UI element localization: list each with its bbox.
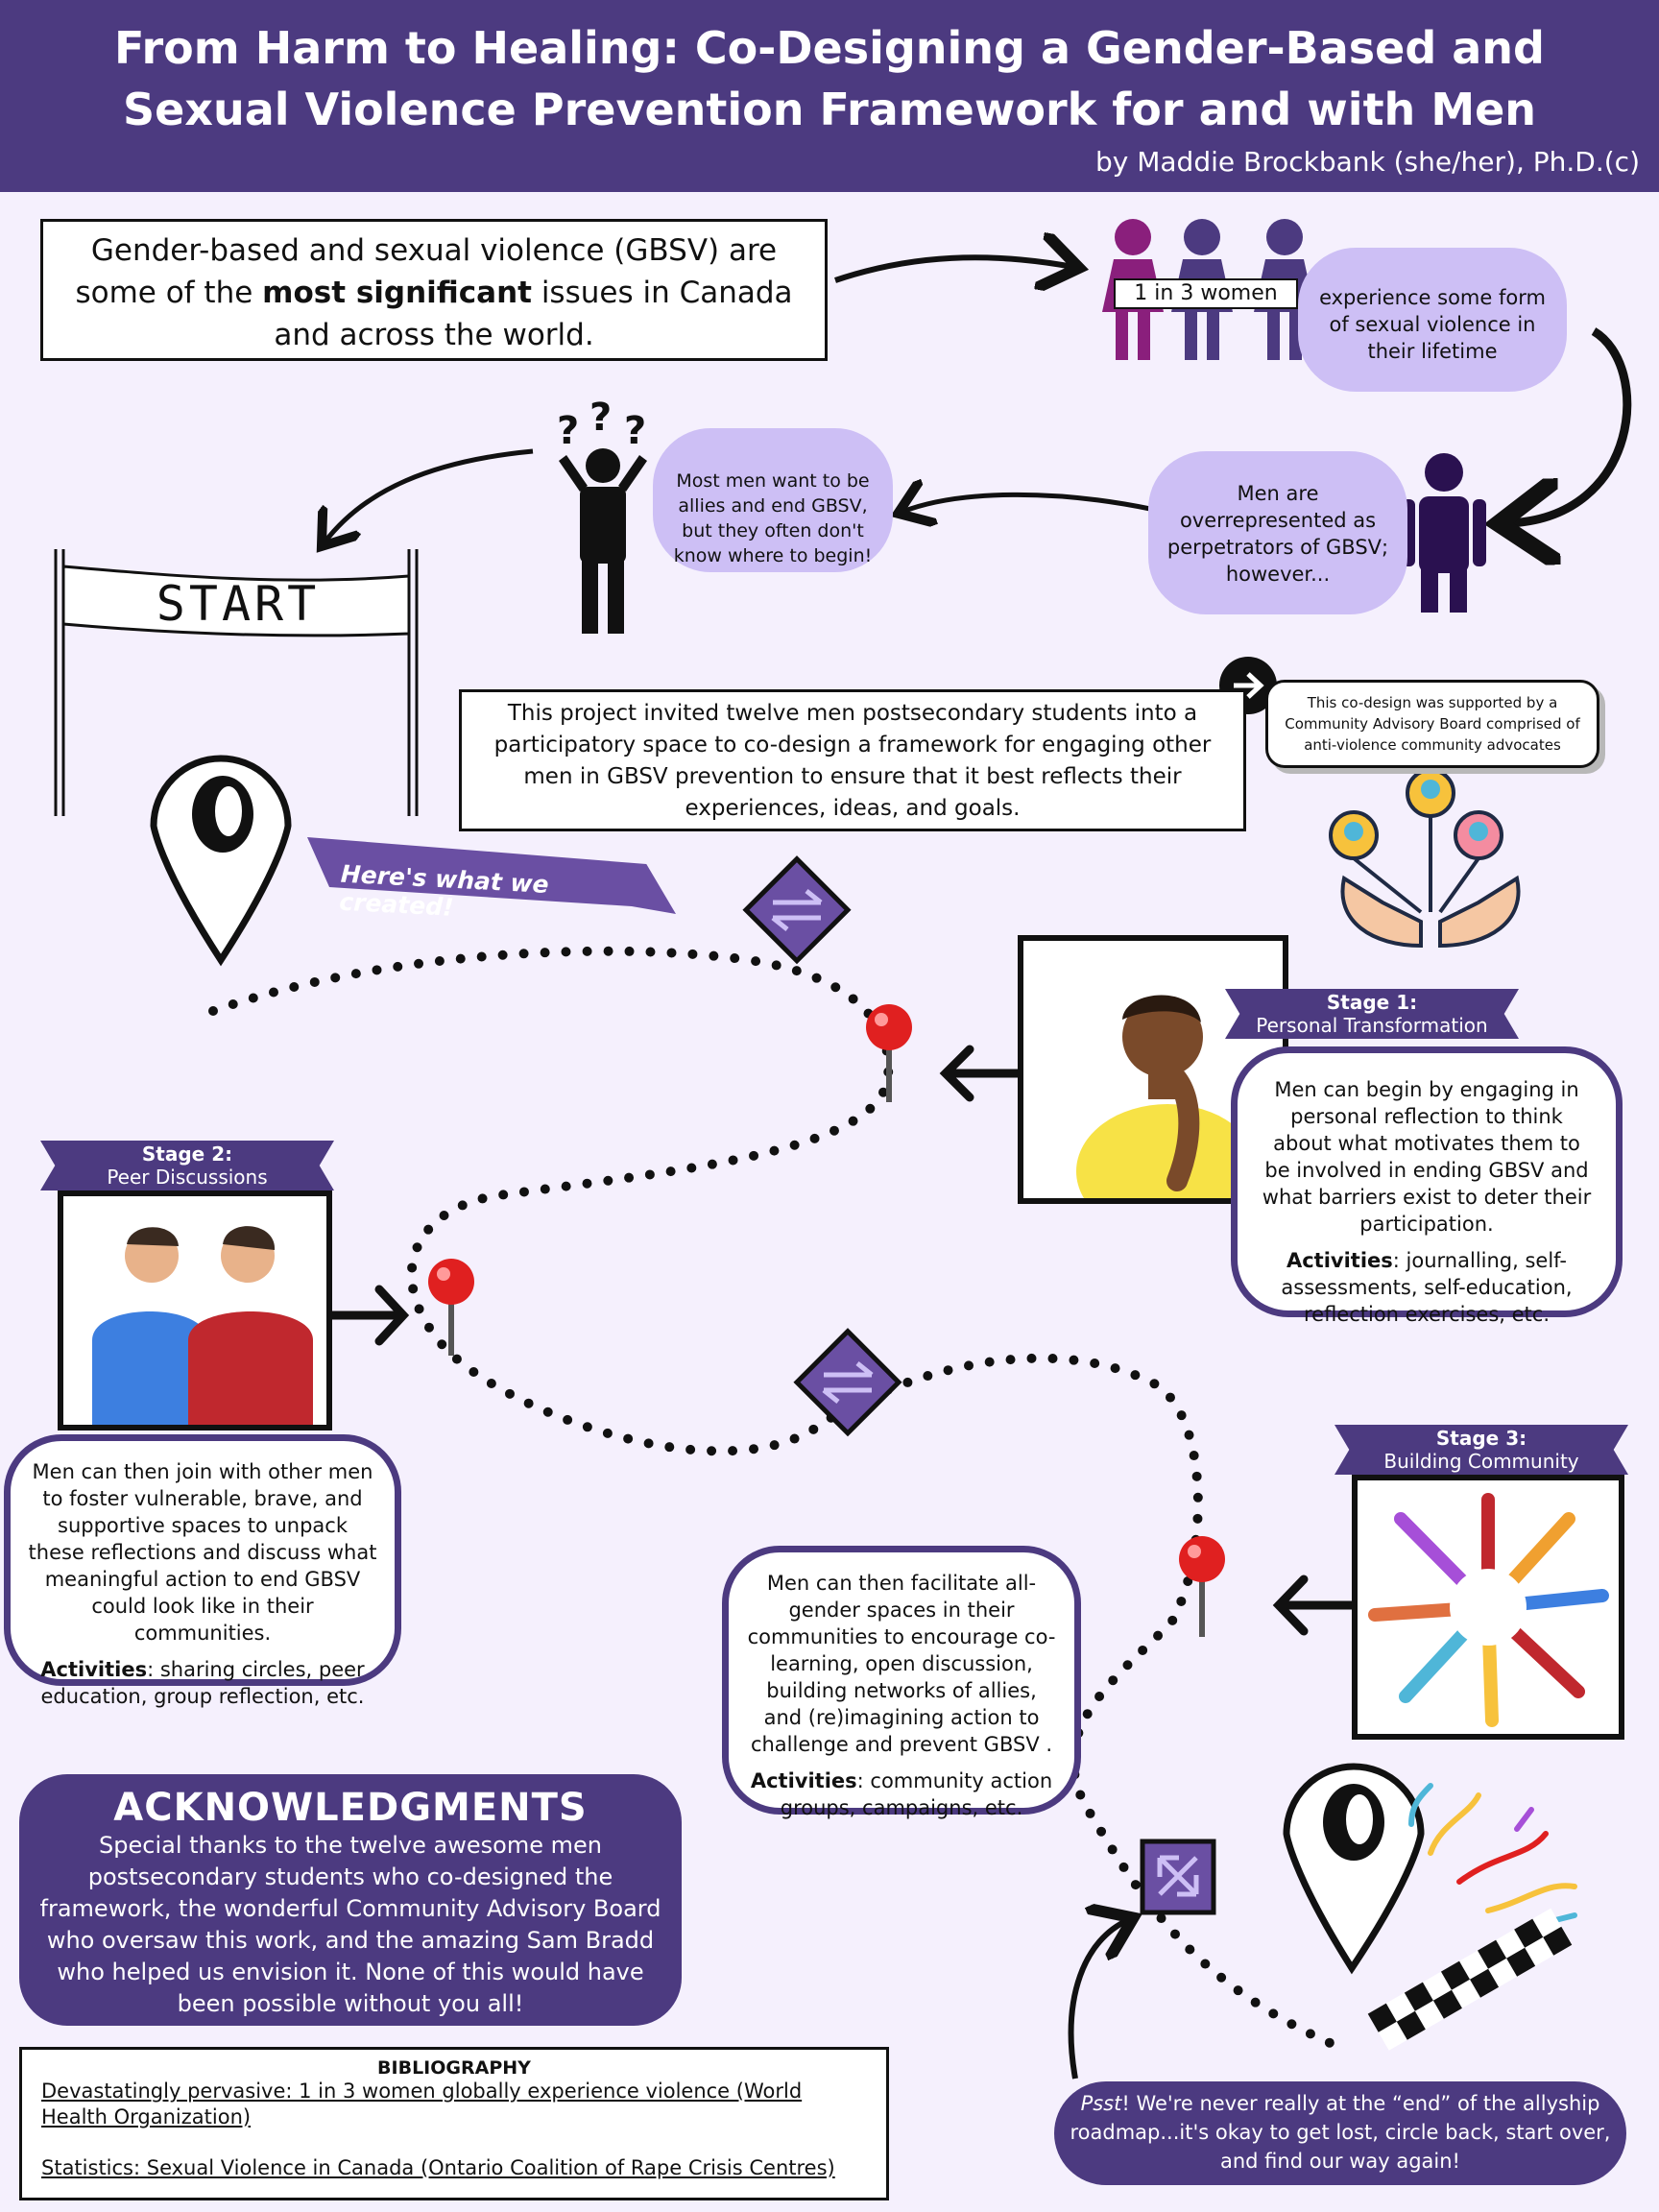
- arrow-stage3: [1272, 1575, 1357, 1636]
- stage2-activities: : sharing circles, peer education, group…: [40, 1658, 365, 1708]
- arrow-to-allies: [902, 494, 1151, 512]
- peer-discussion-illustration: [92, 1226, 313, 1425]
- stage3-activities: : community action groups, campaigns, et…: [780, 1769, 1053, 1819]
- stage2-image: [58, 1190, 332, 1431]
- psst-lead: Psst: [1080, 2092, 1122, 2115]
- acknowledgments-text: Special thanks to the twelve awesome men…: [39, 1832, 661, 2017]
- men-cloud: Men are overrepresented as perpetrators …: [1148, 451, 1407, 614]
- psst-text: ! We're never really at the “end” of the…: [1070, 2092, 1611, 2173]
- confused-man-icon: ? ? ?: [557, 396, 647, 634]
- header-bar: [0, 0, 1659, 192]
- hands-circle-illustration: [1368, 1493, 1609, 1727]
- pushpin-icon: [428, 1259, 474, 1356]
- advisory-box: This co-design was supported by a Commun…: [1265, 680, 1599, 768]
- intro-emphasis: most significant: [262, 276, 532, 310]
- intro-text-start: Gender-based and sexual violence (GBSV) …: [75, 233, 778, 310]
- man-icon: [1402, 453, 1486, 613]
- dotted-path: [208, 946, 1339, 2050]
- bibliography-heading: BIBLIOGRAPHY: [377, 2057, 531, 2079]
- intro-text-end: issues in Canada and across the world.: [274, 276, 793, 352]
- intro-box: Gender-based and sexual violence (GBSV) …: [40, 219, 828, 361]
- psst-note: Psst! We're never really at the “end” of…: [1054, 2081, 1626, 2185]
- stage3-subtitle: Building Community: [1383, 1450, 1579, 1473]
- start-location-pin-icon: [150, 755, 292, 967]
- stat-label: 1 in 3 women: [1114, 278, 1298, 309]
- bibliography-link-who[interactable]: Devastatingly pervasive: 1 in 3 women gl…: [41, 2080, 803, 2128]
- stage3-activities-label: Activities: [750, 1769, 857, 1792]
- stage3-image: [1352, 1475, 1624, 1740]
- page-title: From Harm to Healing: Co-Designing a Gen…: [114, 22, 1545, 135]
- arrow-to-women: [834, 257, 1073, 280]
- stage2-banner: Stage 2: Peer Discussions: [40, 1141, 334, 1190]
- community-hands-icon: [1329, 768, 1521, 949]
- stage1-activities-label: Activities: [1286, 1249, 1393, 1272]
- stage1-bubble: Men can begin by engaging in personal re…: [1231, 1046, 1623, 1326]
- pushpin-icon: [866, 1004, 912, 1102]
- svg-text:?: ?: [557, 409, 579, 453]
- pushpin-icon: [1179, 1536, 1225, 1637]
- stage3-bubble: Men can then facilitate all-gender space…: [722, 1546, 1081, 1819]
- allies-cloud: Most men want to be allies and end GBSV,…: [653, 428, 893, 572]
- acknowledgments-panel: ACKNOWLEDGMENTS Special thanks to the tw…: [19, 1774, 682, 2026]
- stage2-text: Men can then join with other men to fost…: [28, 1460, 377, 1645]
- acknowledgments-heading: ACKNOWLEDGMENTS: [113, 1786, 588, 1830]
- project-box: This project invited twelve men postseco…: [459, 689, 1246, 831]
- stage1-text: Men can begin by engaging in personal re…: [1262, 1078, 1592, 1236]
- road-sign-icon: [1140, 1839, 1216, 1915]
- end-location-pin-icon: [1283, 1763, 1425, 1975]
- confetti-icon: [1408, 1783, 1577, 1923]
- stage3-text: Men can then facilitate all-gender space…: [747, 1572, 1056, 1756]
- bibliography-link-ocrcc[interactable]: Statistics: Sexual Violence in Canada (O…: [41, 2156, 835, 2179]
- road-sign-icon: [742, 855, 852, 965]
- arrow-stage2: [327, 1285, 410, 1346]
- stage2-subtitle: Peer Discussions: [107, 1166, 268, 1189]
- created-banner: Here's what we created!: [307, 837, 676, 933]
- arrow-psst: [1068, 1920, 1128, 2080]
- stage1-subtitle: Personal Transformation: [1256, 1014, 1488, 1037]
- start-sign-text: START: [156, 576, 321, 632]
- arrow-stage1: [939, 1045, 1030, 1102]
- stage1-banner: Stage 1: Personal Transformation: [1225, 989, 1519, 1039]
- stage2-bubble: Men can then join with other men to fost…: [4, 1434, 401, 1708]
- stage3-title: Stage 3:: [1435, 1427, 1527, 1450]
- stage2-title: Stage 2:: [141, 1142, 233, 1166]
- author-byline: by Maddie Brockbank (she/her), Ph.D.(c): [1094, 146, 1640, 178]
- checkered-flag-icon: [1367, 1908, 1573, 2051]
- stage2-activities-label: Activities: [40, 1658, 148, 1681]
- stage3-banner: Stage 3: Building Community: [1334, 1425, 1628, 1475]
- svg-text:?: ?: [589, 396, 612, 440]
- bibliography-box: BIBLIOGRAPHY Devastatingly pervasive: 1 …: [19, 2047, 889, 2200]
- stat-cloud: experience some form of sexual violence …: [1298, 248, 1567, 392]
- road-sign-icon: [793, 1328, 902, 1437]
- svg-text:?: ?: [624, 409, 646, 453]
- stage1-title: Stage 1:: [1326, 991, 1418, 1014]
- arrow-to-man: [1507, 327, 1632, 523]
- arrow-to-start: [325, 448, 534, 542]
- stage1-activities: : journalling, self-assessments, self-ed…: [1281, 1249, 1573, 1326]
- start-banner-graphic: [54, 549, 419, 816]
